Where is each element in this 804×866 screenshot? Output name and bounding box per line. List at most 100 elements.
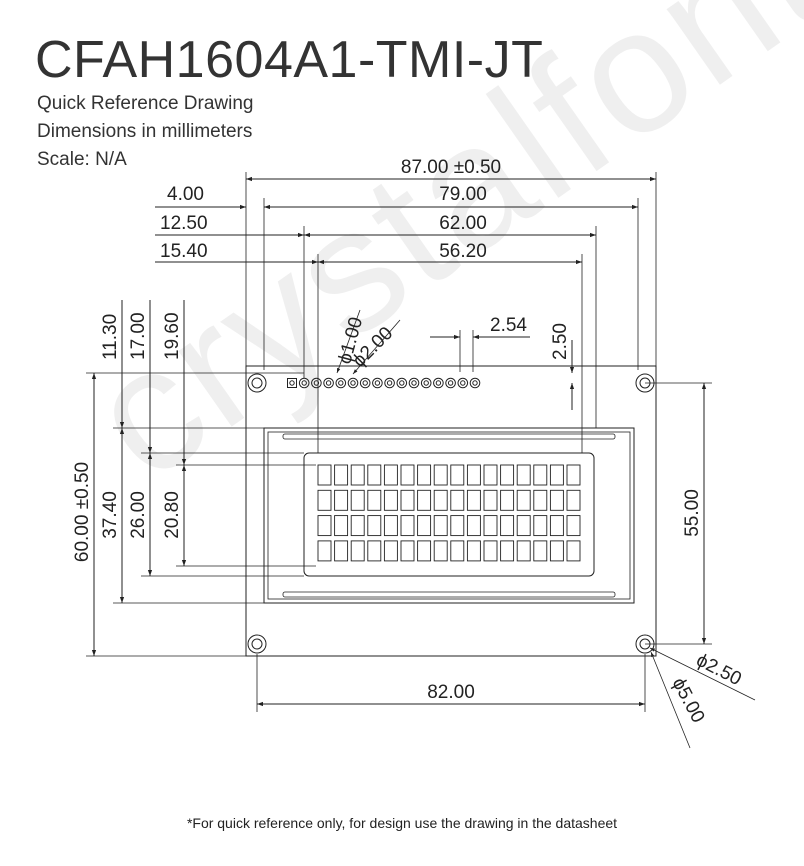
connector-pin xyxy=(323,377,334,389)
char-cell xyxy=(317,540,332,562)
bezel-top-strip xyxy=(282,433,616,440)
char-cell xyxy=(566,515,581,537)
subtitle-line-3: Scale: N/A xyxy=(37,149,127,170)
dim-hole-to-hole-y: 55.00 xyxy=(682,489,703,537)
char-cell xyxy=(334,489,349,511)
char-cell xyxy=(466,515,481,537)
char-cell xyxy=(483,489,498,511)
subtitle-line-2: Dimensions in millimeters xyxy=(37,121,253,142)
dim-hole-to-hole: 79.00 xyxy=(439,184,487,205)
char-cell xyxy=(533,515,548,537)
char-cell xyxy=(317,489,332,511)
dim-char-area-height: 20.80 xyxy=(162,491,183,539)
bezel-bottom-strip xyxy=(282,591,616,598)
char-cell xyxy=(317,464,332,486)
char-cell xyxy=(400,464,415,486)
char-cell xyxy=(500,515,515,537)
char-cell xyxy=(483,464,498,486)
diameter-symbol-1: ϕ xyxy=(335,351,358,367)
char-cell xyxy=(317,515,332,537)
char-cell xyxy=(383,464,398,486)
character-grid xyxy=(317,464,581,562)
char-cell xyxy=(350,540,365,562)
pad-diameter-value: 5.00 xyxy=(673,684,709,727)
char-cell xyxy=(417,515,432,537)
char-cell xyxy=(367,489,382,511)
char-cell xyxy=(466,464,481,486)
char-cell xyxy=(566,489,581,511)
char-cell xyxy=(466,489,481,511)
char-cell xyxy=(400,515,415,537)
connector-pin xyxy=(469,377,481,389)
dim-pin-pitch: 2.54 xyxy=(490,315,527,336)
connector-pin xyxy=(359,377,371,389)
char-cell xyxy=(516,515,531,537)
char-cell xyxy=(433,540,448,562)
char-cell xyxy=(533,489,548,511)
dim-hole-diameter: ϕ2.50 xyxy=(693,650,745,690)
char-cell xyxy=(549,515,564,537)
bezel-inner xyxy=(267,431,631,600)
char-cell xyxy=(433,515,448,537)
dim-bezel-height: 37.40 xyxy=(100,491,121,539)
extension-lines-left xyxy=(86,372,316,657)
char-cell xyxy=(400,489,415,511)
dim-offset-y-3: 19.60 xyxy=(162,312,183,360)
char-cell xyxy=(533,464,548,486)
dim-view-width: 56.20 xyxy=(439,241,487,262)
dim-bezel-offset-x: 12.50 xyxy=(160,213,208,234)
bezel-outer xyxy=(263,427,635,604)
char-cell xyxy=(549,464,564,486)
char-cell xyxy=(417,489,432,511)
mounting-hole-bottom-left xyxy=(247,634,267,654)
dim-hole-offset: 4.00 xyxy=(167,184,204,205)
char-cell xyxy=(350,464,365,486)
pcb-outline xyxy=(245,365,657,657)
connector-pin xyxy=(396,377,408,389)
char-cell xyxy=(367,464,382,486)
connector-pin xyxy=(384,377,395,389)
dim-bezel-width: 62.00 xyxy=(439,213,487,234)
char-cell xyxy=(450,515,465,537)
dim-height-overall: 60.00 ±0.50 xyxy=(72,462,93,562)
char-cell xyxy=(549,540,564,562)
char-cell xyxy=(533,540,548,562)
extension-lines-top xyxy=(245,172,657,453)
connector-pins xyxy=(287,377,481,389)
connector-pin xyxy=(445,377,456,389)
mounting-hole-top-left xyxy=(247,373,267,393)
connector-pin xyxy=(372,377,383,389)
char-cell xyxy=(549,489,564,511)
dim-width-overall: 87.00 ±0.50 xyxy=(401,157,501,178)
dim-view-height: 26.00 xyxy=(128,491,149,539)
char-cell xyxy=(433,489,448,511)
connector-pin xyxy=(457,377,469,389)
connector-pin xyxy=(311,377,322,389)
char-cell xyxy=(383,540,398,562)
dim-view-offset-x: 15.40 xyxy=(160,241,208,262)
char-cell xyxy=(433,464,448,486)
connector-pin xyxy=(420,377,432,389)
char-cell xyxy=(500,540,515,562)
char-cell xyxy=(500,464,515,486)
connector-pin xyxy=(298,377,310,389)
char-cell xyxy=(466,540,481,562)
char-cell xyxy=(383,515,398,537)
char-cell xyxy=(516,464,531,486)
char-cell xyxy=(566,540,581,562)
footnote: *For quick reference only, for design us… xyxy=(186,815,618,831)
char-cell xyxy=(450,540,465,562)
char-cell xyxy=(516,489,531,511)
connector-pin xyxy=(433,377,444,389)
char-cell xyxy=(400,540,415,562)
char-cell xyxy=(350,515,365,537)
char-cell xyxy=(350,489,365,511)
char-cell xyxy=(367,515,382,537)
connector-pin xyxy=(287,378,297,388)
connector-pin xyxy=(335,377,347,389)
page-title: CFAH1604A1-TMI-JT xyxy=(35,31,544,89)
dim-pin-row-offset: 2.50 xyxy=(550,323,571,360)
char-cell xyxy=(483,540,498,562)
dim-offset-y-1: 11.30 xyxy=(100,314,121,360)
